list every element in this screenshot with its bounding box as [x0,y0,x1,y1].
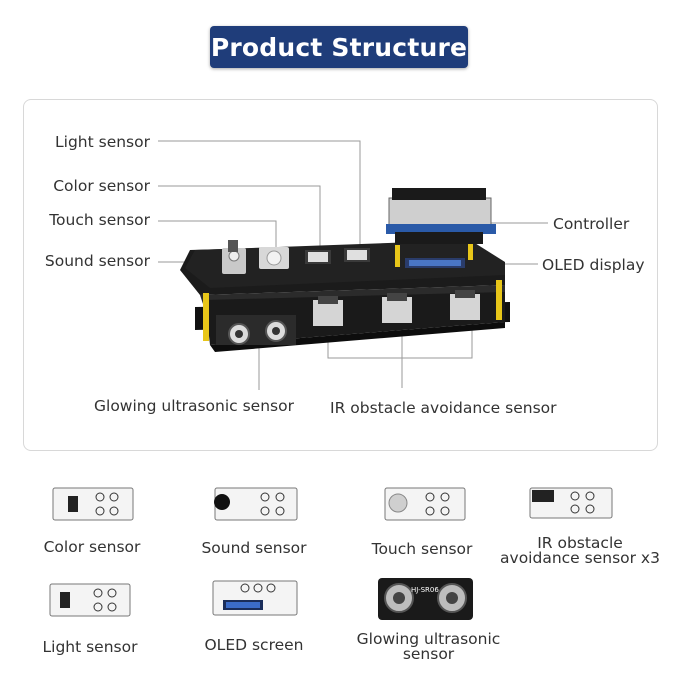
callout-sound-sensor: Sound sensor [44,252,150,270]
leader-light-sensor [158,140,361,250]
callout-color-sensor: Color sensor [53,177,150,195]
controller-stack [386,188,496,268]
module-light-sensor-label: Light sensor [42,638,138,656]
module-touch-sensor-label: Touch sensor [371,540,473,558]
callout-oled-display: OLED display [542,256,645,274]
title-badge: Product Structure [210,26,468,68]
module-color-sensor-image [52,487,134,521]
callout-controller: Controller [553,215,630,233]
callout-light-sensor: Light sensor [55,133,150,151]
module-sound-sensor-image [214,487,298,521]
leader-touch-sensor [158,220,277,252]
standoffs [203,238,502,341]
page-title: Product Structure [210,32,468,62]
module-ultrasonic-label: Glowing ultrasonic sensor [356,630,501,663]
callout-touch-sensor: Touch sensor [49,211,150,229]
callout-ultrasonic: Glowing ultrasonic sensor [94,397,294,415]
ir-sensors-on-board [313,290,480,326]
module-oled-screen-image [212,580,298,616]
module-ultrasonic-image: HJ-SR06 [378,578,473,620]
module-light-sensor-image [49,583,131,617]
leader-color-sensor [158,185,321,252]
ultrasonic-on-board [216,315,296,345]
module-oled-screen-label: OLED screen [204,636,304,654]
top-sensor-modules [222,240,370,274]
ultrasonic-module-text: HJ-SR06 [411,586,439,594]
module-sound-sensor-label: Sound sensor [201,539,307,557]
module-touch-sensor-image [384,487,466,521]
module-color-sensor-label: Color sensor [43,538,141,556]
callout-ir-obstacle: IR obstacle avoidance sensor [330,399,557,417]
module-ir-obstacle-image [529,487,613,519]
module-ir-obstacle-label: IR obstacle avoidance sensor x3 [500,534,660,567]
